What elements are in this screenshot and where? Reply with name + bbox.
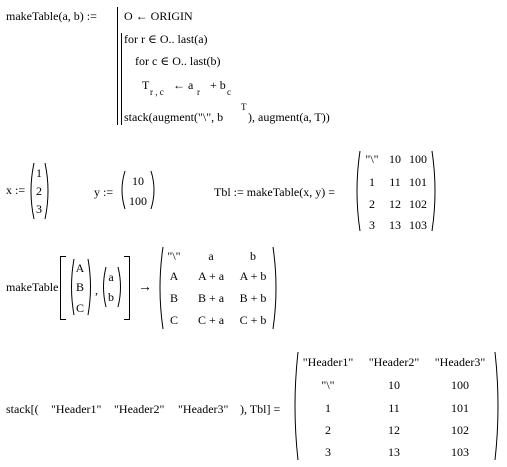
stack-result-right-paren bbox=[494, 351, 499, 461]
def-stack-expr-end: ), augment(a, T)) bbox=[248, 110, 330, 124]
def-t-var: T bbox=[142, 78, 150, 92]
sym-a-left-paren bbox=[71, 258, 75, 316]
stack-cell: "\" bbox=[321, 378, 335, 392]
def-line-for-c: for c ∈ O.. last(b) bbox=[135, 54, 221, 68]
sym-outer-bracket-right bbox=[124, 256, 130, 320]
stack-cell: 1 bbox=[325, 401, 331, 415]
stack-header-2: "Header2" bbox=[114, 402, 165, 416]
tbl-cell: 12 bbox=[389, 197, 401, 211]
stack-cell: 10 bbox=[388, 378, 400, 392]
sym-result-cell: C + b bbox=[239, 313, 267, 327]
x-label: x := bbox=[6, 183, 26, 197]
def-t-subscript: r , c bbox=[150, 87, 164, 97]
stack-header-1: "Header1" bbox=[51, 402, 102, 416]
stack-cell: 11 bbox=[388, 401, 400, 415]
def-transpose-superscript: T bbox=[241, 102, 247, 112]
tbl-cell: 1 bbox=[369, 175, 375, 189]
sym-b-right-paren bbox=[117, 266, 121, 308]
sym-result-cell: C bbox=[169, 313, 178, 327]
sym-result-right-paren bbox=[272, 246, 277, 330]
sym-result-cell: B + a bbox=[197, 291, 225, 305]
sym-comma: , bbox=[95, 283, 98, 297]
stack-cell: 101 bbox=[451, 401, 469, 415]
stack-cell: "Header2" bbox=[368, 355, 420, 369]
stack-cell: 2 bbox=[325, 423, 331, 437]
def-line-origin: O ← ORIGIN bbox=[124, 9, 193, 23]
def-stack-expr-start: stack(augment("\", b bbox=[124, 110, 224, 124]
sym-result-cell: B + b bbox=[239, 291, 267, 305]
x-value-2: 2 bbox=[36, 184, 42, 198]
sym-result-cell: A + b bbox=[239, 269, 267, 283]
tbl-right-paren bbox=[431, 150, 436, 232]
stack-cell: 100 bbox=[451, 378, 469, 392]
sym-result-cell: B bbox=[169, 291, 178, 305]
stack-cell: 3 bbox=[325, 445, 331, 459]
sym-a-value: B bbox=[75, 280, 84, 294]
sym-outer-bracket-left bbox=[60, 256, 66, 320]
def-plus-b: + b bbox=[210, 78, 226, 92]
tbl-cell: "\" bbox=[365, 152, 379, 166]
sym-result-cell: "\" bbox=[167, 249, 181, 263]
def-assign-a: ← a bbox=[173, 78, 194, 92]
tbl-cell: 100 bbox=[409, 152, 427, 166]
tbl-cell: 101 bbox=[409, 175, 427, 189]
y-label: y := bbox=[94, 185, 114, 199]
sym-result-left-paren bbox=[159, 246, 164, 330]
x-left-paren bbox=[30, 162, 35, 220]
def-line-for-r: for r ∈ O.. last(a) bbox=[124, 32, 208, 46]
sym-result-cell: a bbox=[208, 249, 214, 263]
x-value-1: 1 bbox=[36, 166, 42, 180]
def-for-bar bbox=[121, 33, 122, 125]
tbl-left-paren bbox=[356, 150, 361, 232]
sym-arrow: → bbox=[138, 280, 152, 295]
x-right-paren bbox=[44, 162, 49, 220]
sym-b-left-paren bbox=[103, 266, 107, 308]
tbl-label: Tbl := makeTable(x, y) = bbox=[214, 185, 335, 199]
stack-cell: 13 bbox=[388, 445, 400, 459]
sym-a-right-paren bbox=[87, 258, 91, 316]
sym-label: makeTable bbox=[6, 280, 59, 294]
y-value-2: 100 bbox=[129, 194, 147, 208]
tbl-cell: 102 bbox=[409, 197, 427, 211]
tbl-cell: 10 bbox=[389, 152, 401, 166]
def-program-bar bbox=[117, 7, 118, 125]
stack-label-start: stack[( bbox=[6, 402, 39, 416]
y-value-1: 10 bbox=[132, 174, 144, 188]
sym-result-cell: A bbox=[169, 269, 179, 283]
y-left-paren bbox=[121, 170, 126, 210]
sym-result-cell: A + a bbox=[197, 269, 225, 283]
tbl-cell: 103 bbox=[409, 218, 427, 232]
stack-cell: 12 bbox=[388, 423, 400, 437]
sym-a-value: A bbox=[75, 261, 85, 275]
sym-result-cell: C + a bbox=[197, 313, 225, 327]
tbl-cell: 2 bbox=[369, 197, 375, 211]
y-right-paren bbox=[150, 170, 155, 210]
sym-a-value: C bbox=[75, 301, 84, 315]
sym-result-cell: b bbox=[250, 249, 256, 263]
def-head: makeTable(a, b) := bbox=[6, 9, 97, 23]
stack-result-left-paren bbox=[294, 351, 299, 461]
stack-cell: 102 bbox=[451, 423, 469, 437]
stack-cell: 103 bbox=[451, 445, 469, 459]
tbl-cell: 13 bbox=[389, 218, 401, 232]
tbl-cell: 11 bbox=[389, 175, 401, 189]
stack-label-end: ), Tbl] = bbox=[240, 402, 281, 416]
stack-cell: "Header3" bbox=[434, 355, 486, 369]
sym-b-value: a bbox=[108, 270, 114, 284]
tbl-cell: 3 bbox=[369, 218, 375, 232]
def-b-subscript: c bbox=[227, 87, 231, 97]
x-value-3: 3 bbox=[36, 202, 42, 216]
stack-header-3: "Header3" bbox=[178, 402, 229, 416]
stack-cell: "Header1" bbox=[302, 355, 354, 369]
def-a-subscript: r bbox=[197, 87, 200, 97]
sym-b-value: b bbox=[108, 290, 114, 304]
